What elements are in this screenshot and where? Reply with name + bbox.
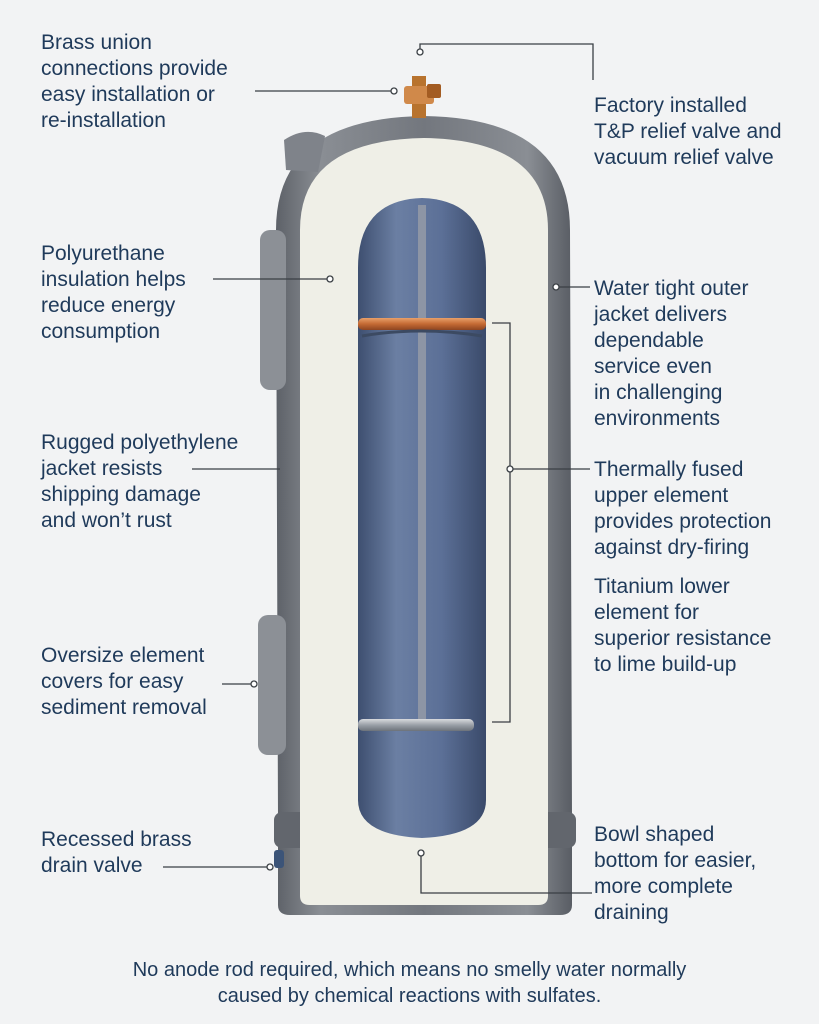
- callout-bowl-bottom: Bowl shaped bottom for easier, more comp…: [594, 823, 757, 924]
- callout-oversize-element-covers: Oversize element covers for easy sedimen…: [41, 644, 207, 719]
- callout-outer-jacket: Water tight outer jacket delivers depend…: [594, 277, 749, 430]
- brass-union-cap: [427, 84, 441, 98]
- heating-rod: [418, 205, 426, 730]
- drain-valve: [274, 850, 284, 868]
- footer-note: No anode rod required, which means no sm…: [132, 959, 687, 1007]
- lower-element-cover: [258, 615, 286, 755]
- upper-element-loop: [361, 329, 483, 338]
- leader-dots: [250, 48, 560, 871]
- callout-polyethylene-jacket: Rugged polyethylene jacket resists shipp…: [41, 431, 239, 532]
- leader-lines: [163, 43, 594, 894]
- lower-element: [358, 719, 474, 731]
- upper-element: [358, 318, 486, 330]
- callout-lower-element: Titanium lower element for superior resi…: [594, 575, 772, 676]
- tp-valve-housing: [284, 131, 325, 172]
- callout-tp-relief-valve: Factory installed T&P relief valve and v…: [594, 94, 782, 169]
- callout-polyurethane-insulation: Polyurethane insulation helps reduce ene…: [41, 242, 186, 343]
- callout-drain-valve: Recessed brass drain valve: [41, 828, 192, 877]
- upper-element-cover: [260, 230, 286, 390]
- brass-union-nut: [404, 86, 434, 104]
- callout-upper-element: Thermally fused upper element provides p…: [594, 458, 772, 559]
- callout-brass-union: Brass union connections provide easy ins…: [41, 31, 228, 132]
